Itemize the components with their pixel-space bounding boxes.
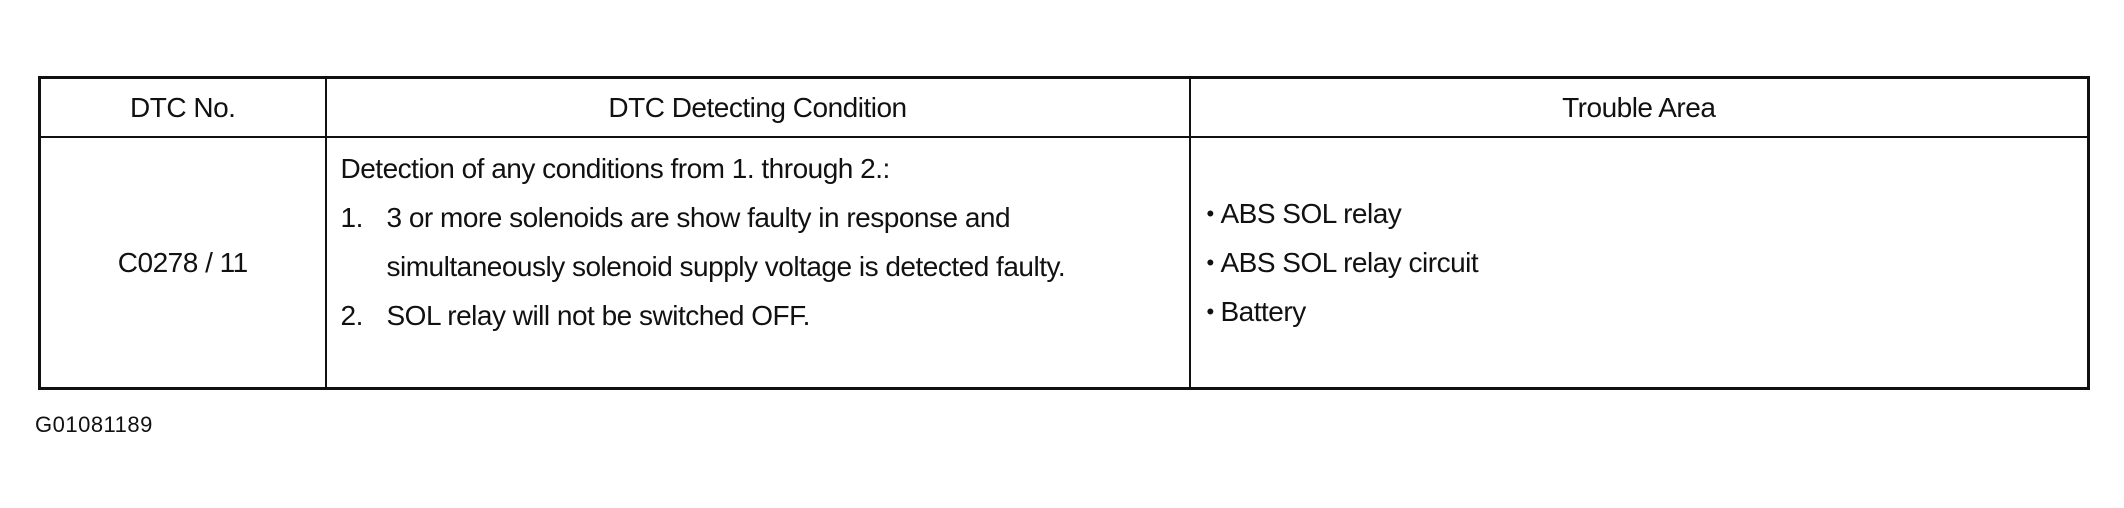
bullet-icon: •	[1206, 201, 1215, 226]
condition-intro: Detection of any conditions from 1. thro…	[340, 153, 891, 184]
condition-item: 1. 3 or more solenoids are show faulty i…	[341, 193, 1189, 291]
condition-list: 1. 3 or more solenoids are show faulty i…	[341, 193, 1189, 340]
trouble-area-item: • Battery	[1207, 287, 2088, 336]
dtc-code-cell: C0278 / 11	[38, 136, 327, 390]
condition-number: 2.	[340, 300, 364, 331]
detecting-condition-cell: Detection of any conditions from 1. thro…	[324, 136, 1191, 390]
bullet-icon: •	[1206, 299, 1215, 324]
dtc-table: DTC No. DTC Detecting Condition Trouble …	[38, 76, 2090, 390]
table-row: C0278 / 11 Detection of any conditions f…	[38, 136, 2090, 390]
bullet-icon: •	[1206, 250, 1215, 275]
trouble-area-text: Battery	[1220, 296, 1307, 327]
header-trouble-area: Trouble Area	[1188, 76, 2090, 138]
header-detecting-condition: DTC Detecting Condition	[324, 76, 1191, 138]
trouble-area-item: • ABS SOL relay	[1207, 189, 2088, 238]
header-dtc-no: DTC No.	[38, 76, 327, 138]
trouble-area-text: ABS SOL relay	[1220, 198, 1402, 229]
condition-text: SOL relay will not be switched OFF.	[386, 300, 811, 331]
trouble-area-cell: • ABS SOL relay • ABS SOL relay circuit …	[1188, 136, 2090, 390]
trouble-area-list: • ABS SOL relay • ABS SOL relay circuit …	[1207, 189, 2088, 336]
figure-id: G01081189	[35, 412, 153, 437]
condition-number: 1.	[340, 202, 364, 233]
header-row: DTC No. DTC Detecting Condition Trouble …	[38, 76, 2090, 138]
trouble-area-text: ABS SOL relay circuit	[1220, 247, 1479, 278]
condition-item: 2. SOL relay will not be switched OFF.	[341, 291, 1189, 340]
trouble-area-item: • ABS SOL relay circuit	[1207, 238, 2088, 287]
condition-text: 3 or more solenoids are show faulty in r…	[386, 202, 1066, 282]
